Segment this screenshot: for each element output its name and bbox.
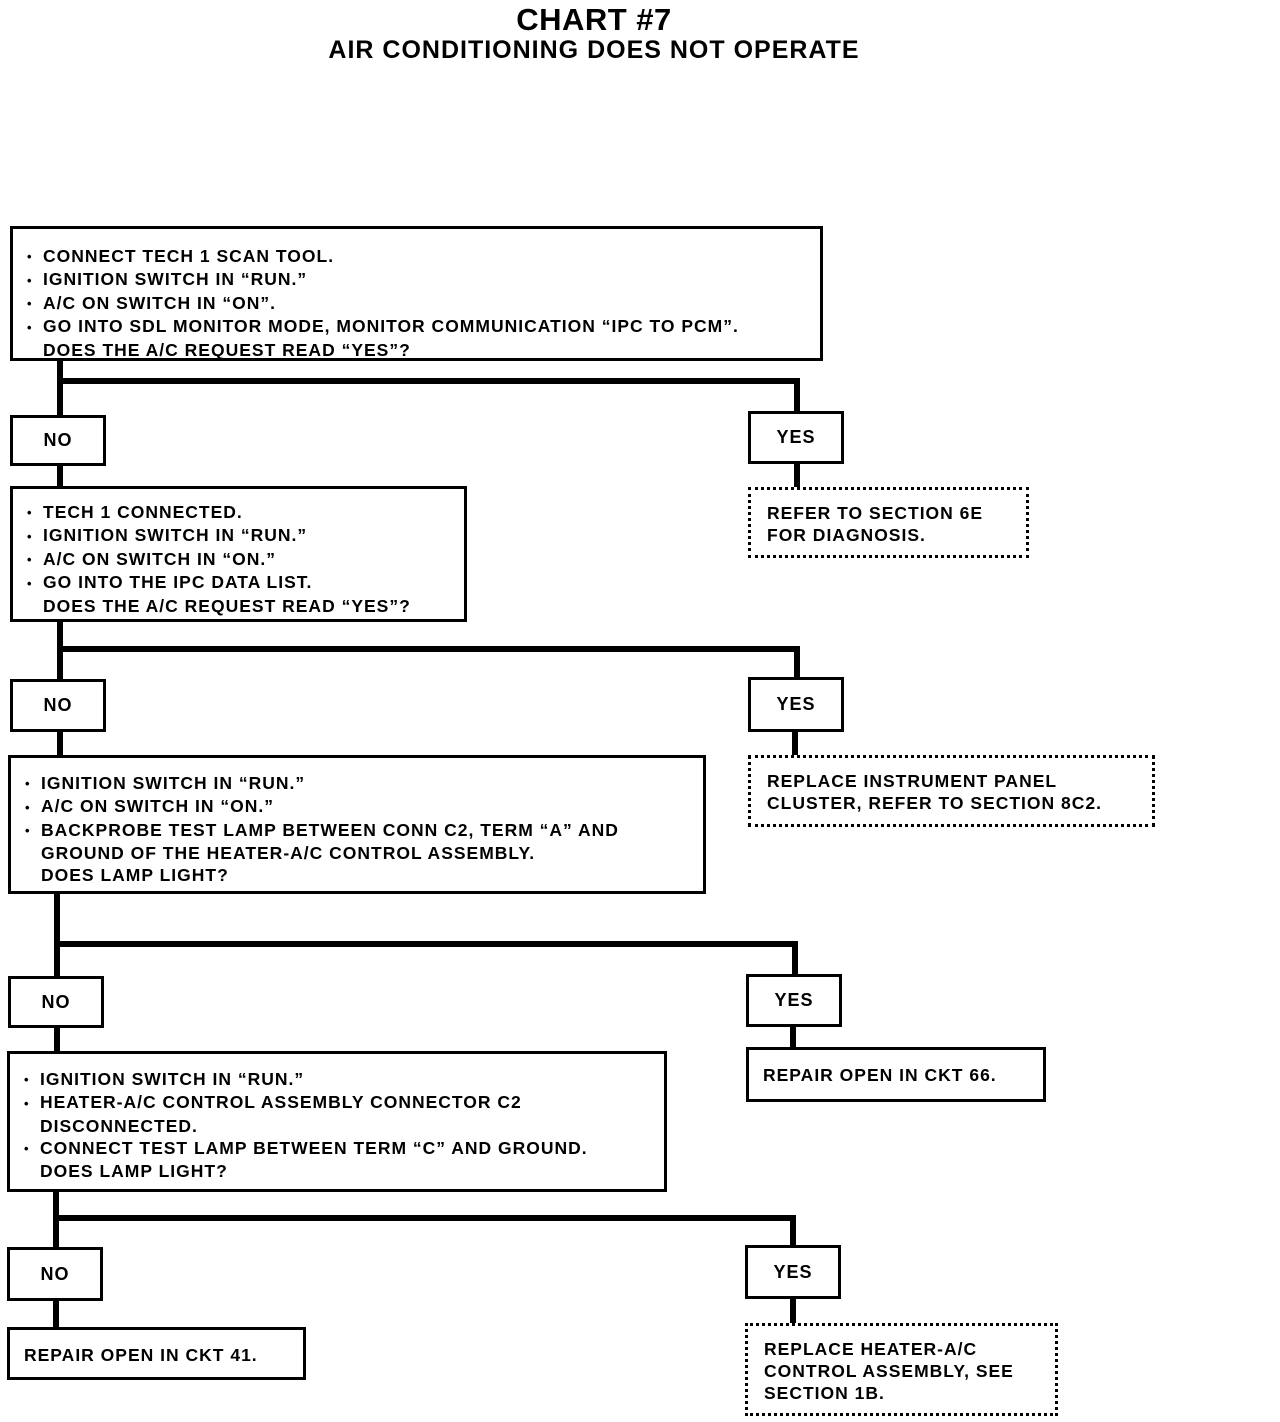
- step-2-yes-result-line-1: REPLACE INSTRUMENT PANEL: [767, 771, 1058, 791]
- step-2-box: TECH 1 CONNECTED. IGNITION SWITCH IN “RU…: [10, 486, 467, 622]
- step-3-continuation: GROUND OF THE HEATER-A/C CONTROL ASSEMBL…: [41, 843, 536, 864]
- step-4-no-result-line-1: REPAIR OPEN IN CKT 41.: [24, 1345, 258, 1365]
- step-4-yes-result-line-3: SECTION 1B.: [764, 1383, 885, 1403]
- step-2-yes-result-line-2: CLUSTER, REFER TO SECTION 8C2.: [767, 793, 1102, 813]
- chart-title: CHART #7: [516, 2, 672, 37]
- step-3-no-label: NO: [8, 976, 104, 1028]
- step-1-no-label: NO: [10, 415, 106, 466]
- step-1-yes-result-line-1: REFER TO SECTION 6E: [767, 503, 984, 523]
- step-2-line-1: TECH 1 CONNECTED.: [27, 501, 454, 524]
- step-3-yes-result: REPAIR OPEN IN CKT 66.: [746, 1047, 1046, 1102]
- step-1-yes-result: REFER TO SECTION 6E FOR DIAGNOSIS.: [748, 487, 1029, 558]
- step-3-line-1: IGNITION SWITCH IN “RUN.”: [25, 772, 693, 795]
- step-2-line-4: GO INTO THE IPC DATA LIST.: [27, 571, 454, 594]
- step-4-question: DOES LAMP LIGHT?: [40, 1161, 228, 1182]
- step-3-yes-label: YES: [746, 974, 842, 1027]
- step-4-line-1: IGNITION SWITCH IN “RUN.”: [24, 1068, 654, 1091]
- step-4-line-2: HEATER-A/C CONTROL ASSEMBLY CONNECTOR C2: [24, 1091, 654, 1114]
- step-4-line-3: CONNECT TEST LAMP BETWEEN TERM “C” AND G…: [24, 1137, 654, 1160]
- step-1-line-1: CONNECT TECH 1 SCAN TOOL.: [27, 245, 810, 268]
- step-4-continuation: DISCONNECTED.: [40, 1115, 198, 1136]
- step-4-no-label: NO: [7, 1247, 103, 1301]
- step-1-line-2: IGNITION SWITCH IN “RUN.”: [27, 268, 810, 291]
- step-4-yes-result-line-1: REPLACE HEATER-A/C: [764, 1339, 978, 1359]
- step-4-box: IGNITION SWITCH IN “RUN.” HEATER-A/C CON…: [7, 1051, 667, 1192]
- step-2-no-label: NO: [10, 679, 106, 732]
- step-1-line-4: GO INTO SDL MONITOR MODE, MONITOR COMMUN…: [27, 315, 810, 338]
- step-4-yes-result: REPLACE HEATER-A/C CONTROL ASSEMBLY, SEE…: [745, 1323, 1058, 1416]
- step-1-yes-label: YES: [748, 411, 844, 464]
- step-3-line-2: A/C ON SWITCH IN “ON.”: [25, 795, 693, 818]
- step-4-yes-result-line-2: CONTROL ASSEMBLY, SEE: [764, 1361, 1014, 1381]
- step-3-question: DOES LAMP LIGHT?: [41, 865, 229, 886]
- step-1-line-3: A/C ON SWITCH IN “ON”.: [27, 292, 810, 315]
- step-3-box: IGNITION SWITCH IN “RUN.” A/C ON SWITCH …: [8, 755, 706, 894]
- step-2-question: DOES THE A/C REQUEST READ “YES”?: [43, 595, 411, 616]
- step-1-yes-result-line-2: FOR DIAGNOSIS.: [767, 525, 926, 545]
- step-3-line-3: BACKPROBE TEST LAMP BETWEEN CONN C2, TER…: [25, 819, 693, 842]
- step-2-yes-result: REPLACE INSTRUMENT PANEL CLUSTER, REFER …: [748, 755, 1155, 827]
- step-3-yes-result-line-1: REPAIR OPEN IN CKT 66.: [763, 1065, 997, 1085]
- chart-subtitle: AIR CONDITIONING DOES NOT OPERATE: [328, 36, 860, 64]
- step-2-yes-label: YES: [748, 677, 844, 732]
- step-2-line-2: IGNITION SWITCH IN “RUN.”: [27, 524, 454, 547]
- step-4-yes-label: YES: [745, 1245, 841, 1299]
- step-1-box: CONNECT TECH 1 SCAN TOOL. IGNITION SWITC…: [10, 226, 823, 361]
- step-1-question: DOES THE A/C REQUEST READ “YES”?: [43, 339, 411, 360]
- step-2-line-3: A/C ON SWITCH IN “ON.”: [27, 548, 454, 571]
- step-4-no-result: REPAIR OPEN IN CKT 41.: [7, 1327, 306, 1380]
